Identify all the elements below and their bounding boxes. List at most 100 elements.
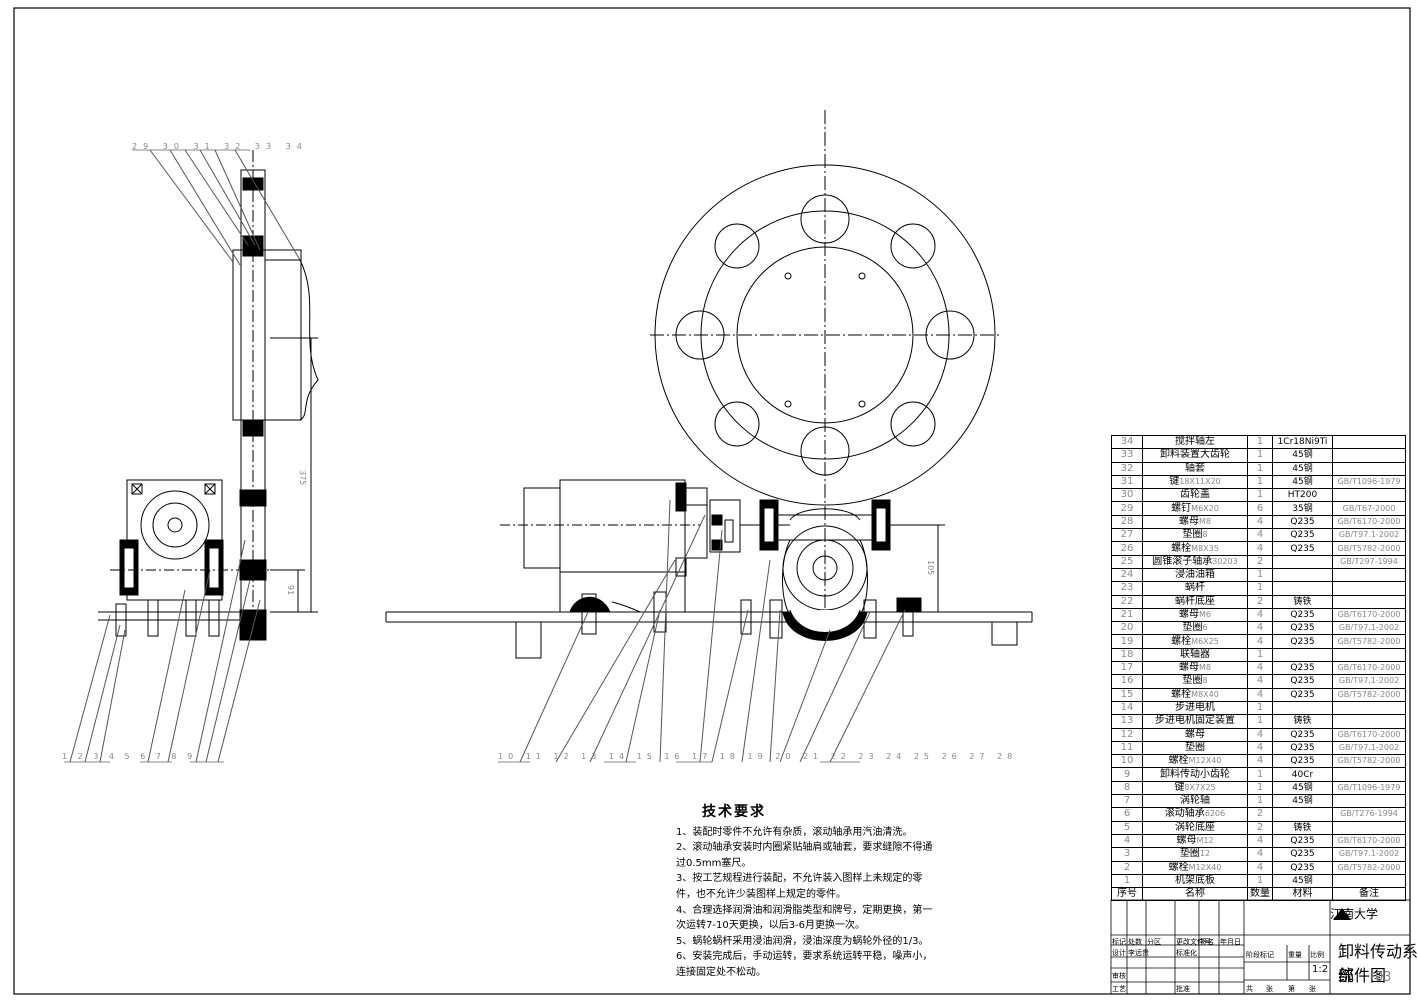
- bom-remark: GB/T5782-2000: [1332, 860, 1406, 875]
- bom-qty: 2: [1247, 807, 1273, 822]
- bom-remark: [1332, 594, 1406, 609]
- bom-no: 8: [1111, 780, 1143, 796]
- bom-name: 步进电机: [1142, 700, 1248, 716]
- title-block-label: 标准化: [1176, 949, 1197, 957]
- title-block-label: 批准: [1176, 985, 1190, 993]
- title-block-label: 处数: [1128, 938, 1142, 946]
- bom-material: 45钢: [1272, 780, 1333, 796]
- bom-header-cell: 名称: [1142, 887, 1248, 902]
- bom-name: 联轴器: [1142, 647, 1248, 663]
- bom-name: 垫圈: [1142, 740, 1248, 756]
- bom-material: [1272, 700, 1333, 716]
- drawing-scale: 1:2: [1312, 964, 1329, 975]
- title-block-label: 阶段标记: [1246, 951, 1274, 959]
- technical-requirements-title: 技术要求: [702, 804, 766, 820]
- bom-name: 螺母: [1142, 727, 1248, 742]
- bom-remark: GB/T1096-1979: [1332, 780, 1406, 796]
- leader-center-bottom-labels: 10 11 12 13 14 15 16 17 18 19 20 21 22 2…: [498, 752, 1018, 761]
- bom-remark: GB/T5782-2000: [1332, 754, 1406, 769]
- bom-no: 13: [1111, 714, 1143, 729]
- bom-no: 32: [1111, 461, 1143, 476]
- requirement-line: 3、按工艺规程进行装配，不允许装入图样上未规定的零: [676, 873, 923, 885]
- bom-material: 铸铁: [1272, 714, 1333, 729]
- title-block-label: 重量: [1288, 951, 1302, 959]
- bom-qty: 2: [1247, 820, 1273, 835]
- bom-name: 螺钉M6X20: [1142, 501, 1248, 516]
- bom-remark: GB/T6170-2000: [1332, 607, 1406, 623]
- bom-qty: 1: [1247, 434, 1273, 450]
- bom-material: Q235: [1272, 860, 1333, 875]
- bom-qty: 4: [1247, 607, 1273, 623]
- bom-qty: 1: [1247, 448, 1273, 463]
- bom-remark: GB/T97.1-2002: [1332, 847, 1406, 862]
- bom-spec: 18X11X20: [1179, 477, 1221, 487]
- bom-material: Q235: [1272, 621, 1333, 636]
- bom-material: Q235: [1272, 727, 1333, 742]
- title-block-label: 分区: [1147, 938, 1161, 946]
- bom-name: 浸油油箱: [1142, 567, 1248, 583]
- technical-requirements: 技术要求 1、装配时零件不允许有杂质，滚动轴承用汽油清洗。2、滚动轴承安装时内圈…: [676, 804, 986, 981]
- bom-material: [1272, 807, 1333, 822]
- bom-name: 涡轮轴: [1142, 794, 1248, 809]
- bom-remark: [1332, 820, 1406, 835]
- bom-name: 蜗杆底座: [1142, 594, 1248, 609]
- bom-no: 14: [1111, 700, 1143, 716]
- bom-name: 垫圈12: [1142, 847, 1248, 862]
- bom-no: 25: [1111, 554, 1143, 569]
- bom-material: 45钢: [1272, 461, 1333, 476]
- bom-qty: 4: [1247, 754, 1273, 769]
- title-block-label: 设计: [1112, 949, 1126, 957]
- bom-name: 涡轮底座: [1142, 820, 1248, 835]
- leader-labels: 375 91 105: [286, 470, 935, 595]
- bom-name: 机架底板: [1142, 873, 1248, 889]
- bom-name: 螺栓M6X25: [1142, 634, 1248, 649]
- bom-name: 螺栓M12X40: [1142, 860, 1248, 875]
- bom-material: [1272, 567, 1333, 583]
- requirement-line: 6、安装完成后，手动运转，要求系统运转平稳，噪声小，: [676, 951, 933, 963]
- requirement-line: 5、蜗轮蜗杆采用浸油润滑，浸油深度为蜗轮外径的1/3。: [676, 935, 929, 947]
- dim-105: 105: [926, 560, 935, 575]
- bom-name: 滚动轴承6206: [1142, 807, 1248, 822]
- bom-remark: [1332, 767, 1406, 782]
- bom-remark: [1332, 434, 1406, 450]
- dim-91: 91: [286, 585, 295, 595]
- bom-remark: GB/T97.1-2002: [1332, 674, 1406, 689]
- requirement-line: 4、合理选择润滑油和润滑脂类型和牌号，定期更换，第一: [676, 904, 933, 916]
- bom-no: 18: [1111, 647, 1143, 663]
- bom-spec: 8: [1202, 530, 1208, 540]
- bom-qty: 4: [1247, 541, 1273, 556]
- bom-spec: 6: [1202, 623, 1208, 633]
- bom-remark: [1332, 700, 1406, 716]
- bom-remark: GB/T6170-2000: [1332, 661, 1406, 676]
- bom-header-cell: 备注: [1332, 887, 1406, 902]
- bom-spec: M8X35: [1191, 543, 1219, 553]
- bom-material: Q235: [1272, 674, 1333, 689]
- bom-no: 1: [1111, 873, 1143, 889]
- drawing-name: 卸料传动系统: [1338, 942, 1418, 985]
- bom-name: 螺母M12: [1142, 833, 1248, 849]
- bom-material: Q235: [1272, 661, 1333, 676]
- title-block-label: 共: [1246, 985, 1253, 993]
- bom-name: 螺母M8: [1142, 514, 1248, 530]
- bom-remark: GB/T1096-1979: [1332, 474, 1406, 490]
- bom-qty: 1: [1247, 780, 1273, 796]
- bom-spec: M12X40: [1188, 862, 1222, 872]
- title-block-label: 年月日: [1220, 938, 1241, 946]
- bom-name: 键8X7X25: [1142, 780, 1248, 796]
- leader-left-top-labels: 29 30 31 32 33 34: [132, 142, 308, 151]
